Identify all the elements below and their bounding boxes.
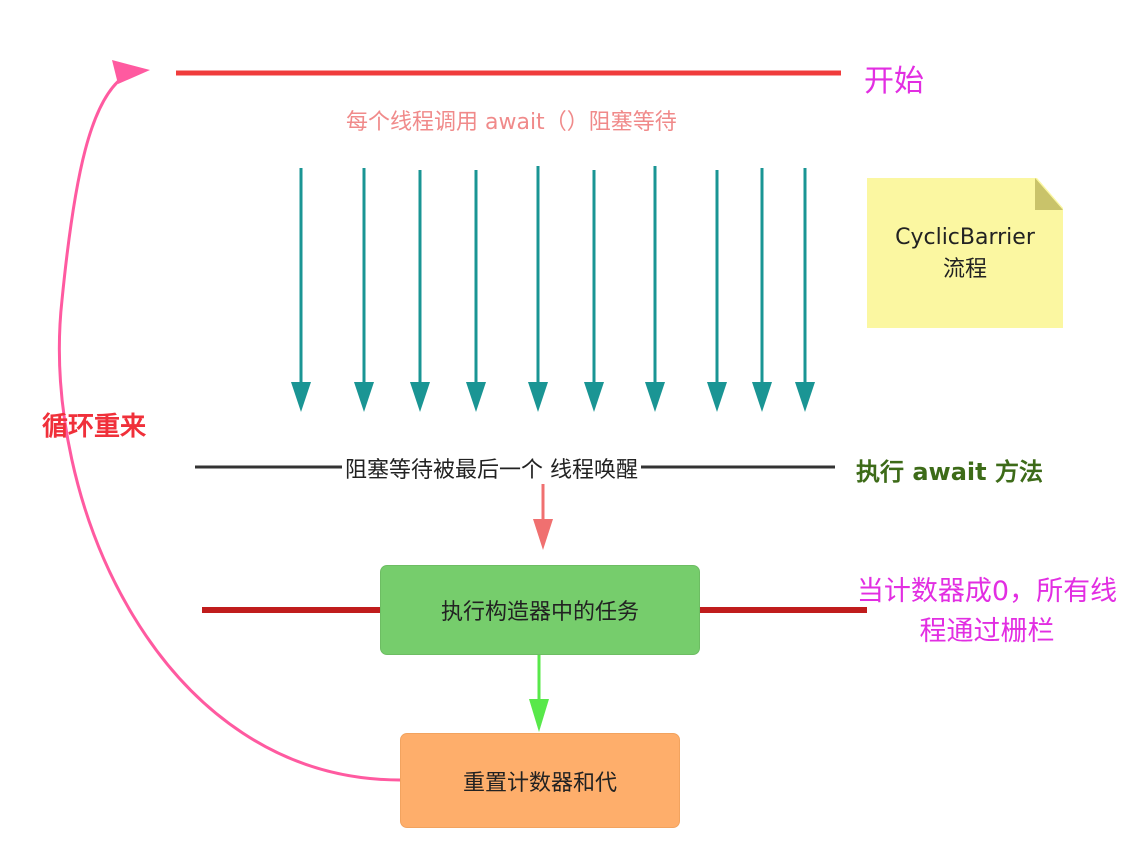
task-arrow-head [529,699,549,732]
wake-label: 阻塞等待被最后一个 线程唤醒 [342,452,641,484]
thread-arrow-head [795,382,815,412]
thread-arrow-head [528,382,548,412]
loop-curve [57,72,401,782]
loop-arrow-head [112,60,150,84]
reset-box: 重置计数器和代 [400,733,680,828]
run-task-box: 执行构造器中的任务 [380,565,700,655]
thread-arrow-head [354,382,374,412]
reset-label: 重置计数器和代 [462,770,617,796]
exec-await-label: 执行 await 方法 [856,458,1043,486]
thread-arrow-head [466,382,486,412]
count-zero-label: 当计数器成0，所有线程通过栅栏 [856,576,1118,647]
thread-arrows [291,166,815,412]
thread-arrow-head [645,382,665,412]
note-text: CyclicBarrier 流程 [867,222,1063,286]
thread-arrow-head [410,382,430,412]
note-fold-icon [1035,178,1063,210]
thread-arrow-head [584,382,604,412]
start-label: 开始 [864,64,924,99]
thread-arrow-head [707,382,727,412]
note-title: CyclicBarrier [895,225,1035,250]
wake-arrow-head [533,519,553,550]
loop-label: 循环重来 [42,412,147,442]
run-task-label: 执行构造器中的任务 [440,600,639,625]
await-description: 每个线程调用 await（）阻塞等待 [346,110,677,135]
sticky-note [867,178,1063,328]
note-subtitle: 流程 [942,257,987,282]
thread-arrow-head [752,382,772,412]
thread-arrow-head [291,382,311,412]
